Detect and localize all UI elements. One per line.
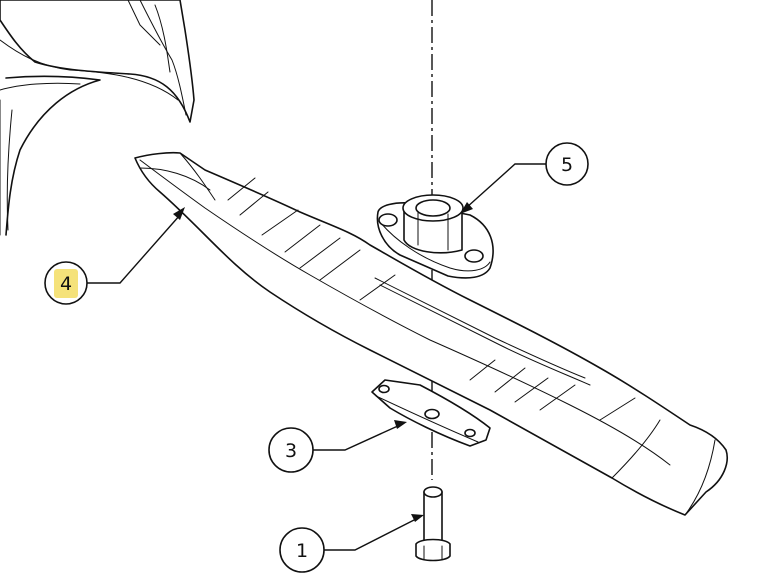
callout-part-3[interactable]: 3 (268, 420, 407, 473)
callout-part-4[interactable]: 4 (44, 207, 185, 305)
blade-adapter (376, 194, 494, 279)
callout-1-circle (279, 527, 325, 573)
callout-4-label: 4 (60, 273, 72, 295)
mower-deck-housing (0, 0, 195, 236)
callout-5-circle (545, 142, 589, 186)
callout-3-circle (268, 427, 314, 473)
blade-bolt (415, 486, 451, 562)
blade-stiffener (371, 379, 491, 447)
callout-1-label: 1 (296, 540, 308, 562)
callout-4-highlight (54, 269, 78, 298)
callout-5-label: 5 (561, 154, 573, 176)
callout-part-1[interactable]: 1 (279, 514, 424, 573)
callout-part-5[interactable]: 5 (460, 142, 589, 214)
callout-3-label: 3 (285, 440, 297, 462)
mower-blade (134, 151, 728, 516)
